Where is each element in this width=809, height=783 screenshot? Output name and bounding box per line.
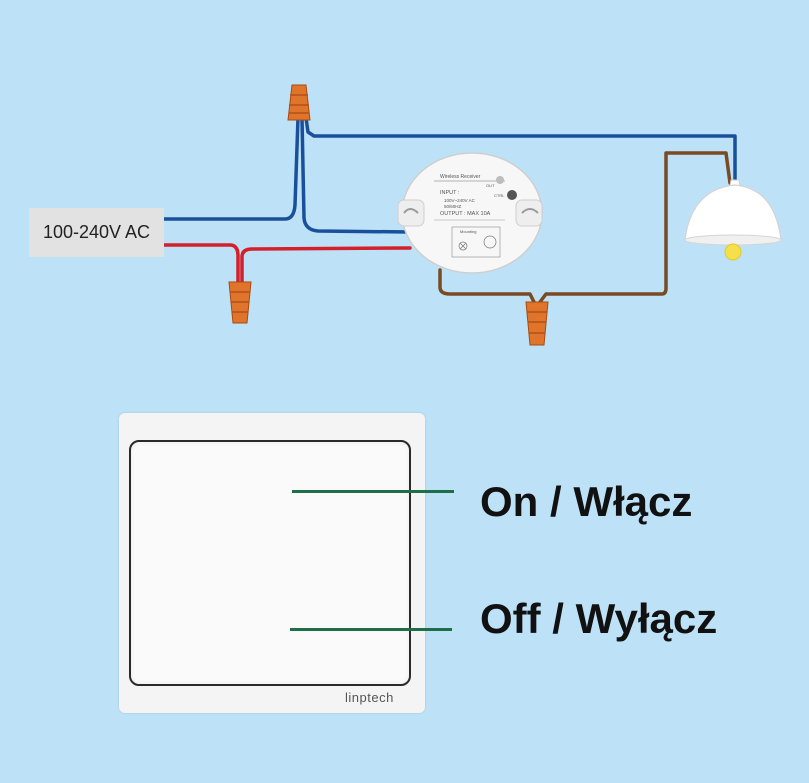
receiver-title: Wireless Receiver [440,174,481,180]
neutral-wire-connector-to-lamp [304,116,737,182]
neutral-wire-connector-to-receiver [300,116,412,234]
receiver-input-freq: 50/60HZ [444,204,462,209]
control-button [507,190,517,200]
wireless-receiver: Wireless Receiver OUT CTRL INPUT : 100V~… [397,152,543,274]
neutral-wire-ac-to-connector [162,116,300,221]
off-label: Off / Wyłącz [480,595,718,642]
receiver-button-label: CTRL [494,193,505,198]
status-led [496,176,504,184]
wire-connector-switched [525,301,549,346]
receiver-led-label: OUT [486,183,495,188]
neutral-wires [162,116,737,234]
wire-connector-top [287,84,311,121]
switched-wires [438,151,732,304]
off-pointer-line [290,628,452,631]
light-bulb [724,243,742,261]
live-wires [162,243,412,284]
switch-brand: linptech [345,690,394,705]
on-label: On / Włącz [480,478,693,525]
wire-connector-live [228,281,252,324]
power-source-label: 100-240V AC [42,222,151,242]
receiver-mounting-diagram [451,226,501,258]
wall-switch-rocker[interactable] [129,440,411,686]
ceiling-lamp [684,179,782,261]
receiver-input-label: INPUT : [440,190,460,196]
power-source-box: 100-240V AC [29,208,164,257]
receiver-output-label: OUTPUT : MAX 10A [440,211,491,217]
live-wire-ac-to-connector [162,243,240,284]
live-wire-connector-to-receiver [240,246,412,284]
switched-wire-connector-to-lamp [538,151,732,304]
receiver-input-voltage: 100V~240V AC [444,198,476,203]
on-pointer-line [292,490,454,493]
switched-wire-receiver-to-connector [438,268,536,304]
receiver-mounting-label: Mounting [460,229,476,234]
